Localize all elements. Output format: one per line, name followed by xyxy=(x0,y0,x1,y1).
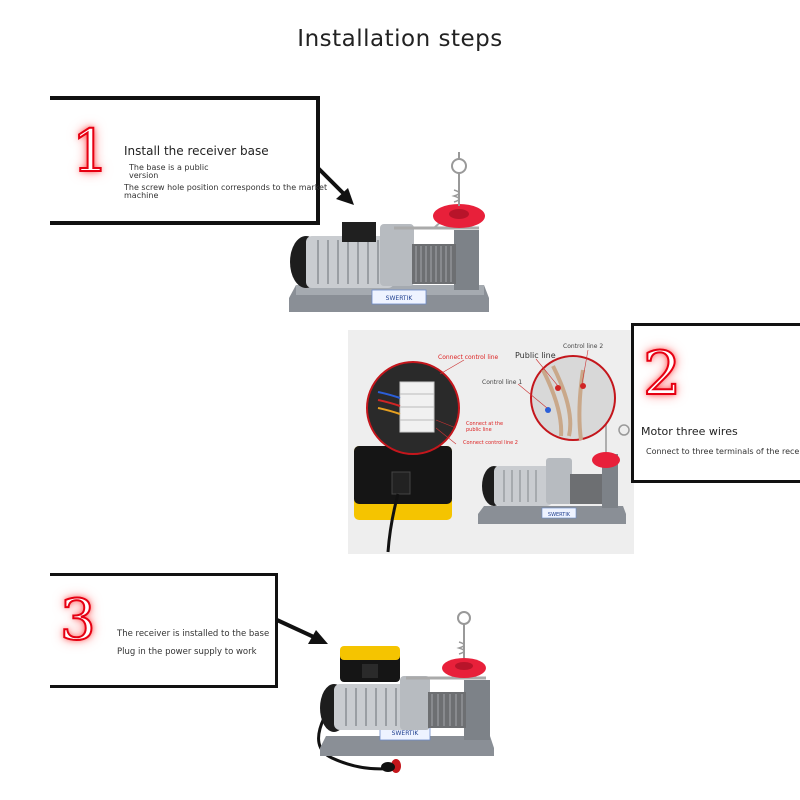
label-control-line-2: Control line 2 xyxy=(563,343,604,350)
brand-plate-2: SWERTIK xyxy=(548,512,571,518)
brand-plate-3: SWERTIK xyxy=(392,730,420,737)
label-connect-public-line: Connect at the public line xyxy=(466,421,504,433)
label-public-line: Public line xyxy=(515,351,556,360)
step-2-heading: Motor three wires xyxy=(641,425,738,438)
hoist-3-image: SWERTIK xyxy=(317,611,494,773)
step-2-number: 2 xyxy=(642,339,682,409)
page-title: Installation steps xyxy=(297,26,503,52)
step-1-box xyxy=(50,96,320,225)
step-3-line-2: Plug in the power supply to work xyxy=(117,647,257,657)
label-control-line-1: Control line 1 xyxy=(482,379,523,386)
label-connect-control-line-2: Connect control line 2 xyxy=(463,440,518,446)
step-1-line-1: The base is a public xyxy=(129,163,209,172)
wiring-photo-image: SWERTIK xyxy=(354,349,630,553)
step-2-line-1: Connect to three terminals of the receiv… xyxy=(646,447,800,456)
step-1-line-2: version xyxy=(129,171,159,180)
step-1-number: 1 xyxy=(71,117,110,185)
step-1-line-3: The screw hole position corresponds to t… xyxy=(124,183,328,192)
step-3-box xyxy=(50,573,278,688)
brand-plate-1: SWERTIK xyxy=(386,295,414,302)
hoist-1-image: SWERTIK xyxy=(289,152,489,312)
label-connect-control-line: Connect control line xyxy=(438,354,499,361)
step-1-line-4: machine xyxy=(124,191,159,200)
step-2-box xyxy=(631,323,800,483)
step-3-line-1: The receiver is installed to the base xyxy=(117,629,270,639)
step-3-number: 3 xyxy=(59,588,97,653)
step-1-heading: Install the receiver base xyxy=(124,144,269,158)
